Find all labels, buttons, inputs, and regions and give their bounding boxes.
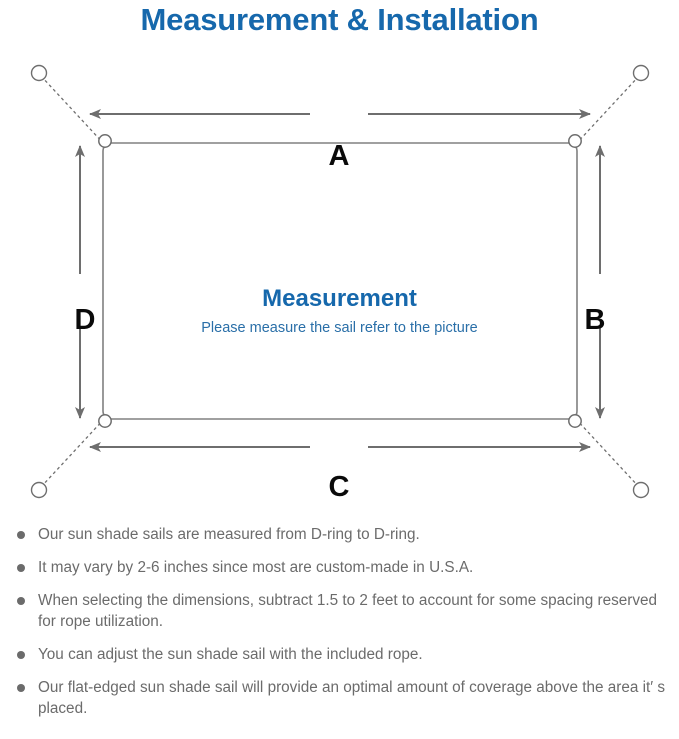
sail-diagram: A B C D Measurement Please measure the s… <box>0 44 679 514</box>
d-ring-top-right <box>568 134 582 148</box>
list-item: Our flat-edged sun shade sail will provi… <box>8 677 669 719</box>
notes-list: Our sun shade sails are measured from D-… <box>0 524 679 739</box>
list-item-text: It may vary by 2-6 inches since most are… <box>38 559 474 576</box>
anchor-point-bottom-right <box>632 481 650 499</box>
list-item: Our sun shade sails are measured from D-… <box>8 524 669 545</box>
rope-top-left <box>40 75 106 146</box>
dimension-label-d: D <box>74 304 96 336</box>
rope-bottom-right <box>574 417 640 488</box>
sail-diagram-svg <box>30 64 650 499</box>
anchor-point-top-left <box>30 64 48 82</box>
rope-bottom-left <box>40 417 106 488</box>
page-title: Measurement & Installation <box>140 2 539 37</box>
dimension-label-c: C <box>328 471 350 503</box>
list-item: When selecting the dimensions, subtract … <box>8 590 669 632</box>
bullet-icon <box>17 564 25 572</box>
bullet-icon <box>17 651 25 659</box>
list-item: You can adjust the sun shade sail with t… <box>8 644 669 665</box>
list-item-text: Our flat-edged sun shade sail will provi… <box>38 679 666 717</box>
list-item-text: When selecting the dimensions, subtract … <box>38 592 658 630</box>
list-item: It may vary by 2-6 inches since most are… <box>8 557 669 578</box>
list-item-text: Our sun shade sails are measured from D-… <box>38 526 420 543</box>
bullet-icon <box>17 597 25 605</box>
d-ring-top-left <box>98 134 112 148</box>
sail-body <box>102 142 578 420</box>
rope-top-right <box>574 75 640 146</box>
d-ring-bottom-left <box>98 414 112 428</box>
anchor-point-bottom-left <box>30 481 48 499</box>
d-ring-bottom-right <box>568 414 582 428</box>
bullet-icon <box>17 684 25 692</box>
list-item-text: You can adjust the sun shade sail with t… <box>38 646 423 663</box>
anchor-point-top-right <box>632 64 650 82</box>
dimension-label-b: B <box>584 304 606 336</box>
bullet-icon <box>17 531 25 539</box>
dimension-label-a: A <box>328 140 350 172</box>
